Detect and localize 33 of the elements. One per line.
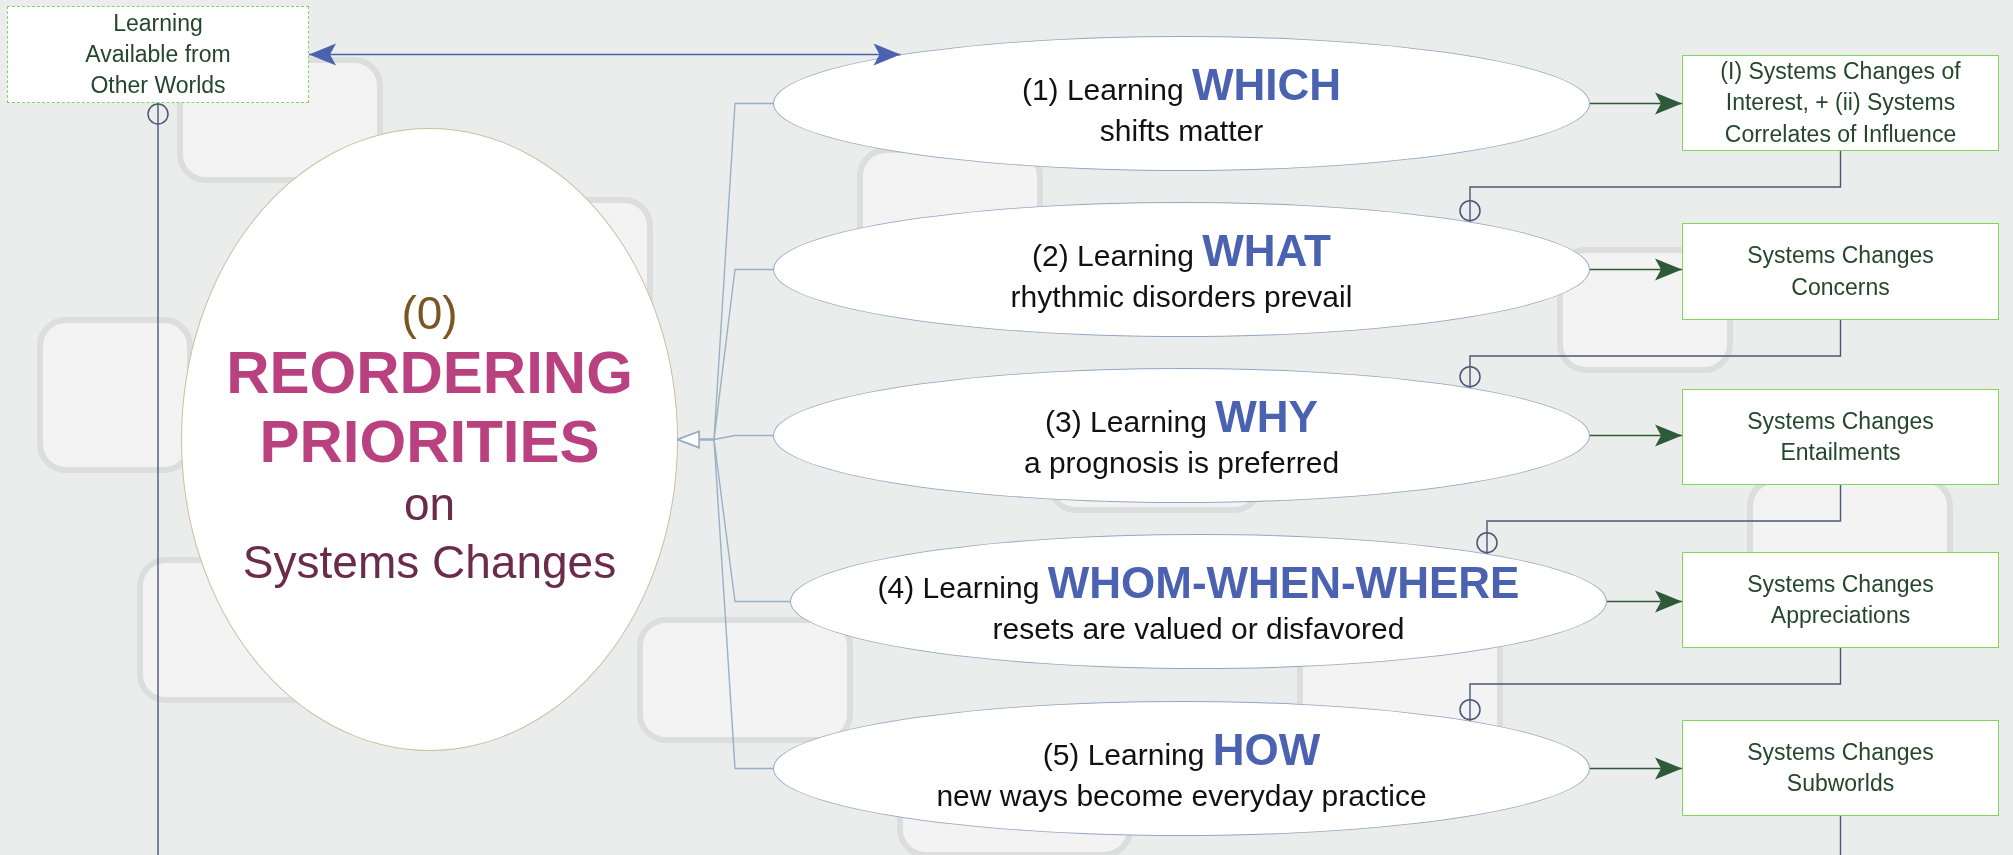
node-text: on — [402, 477, 457, 533]
node-text: Systems Changes Entailments — [1746, 406, 1935, 467]
process-box — [1682, 55, 1999, 151]
node-text: a prognosis is preferred — [1023, 445, 1340, 482]
process-box — [7, 6, 309, 103]
node-text: new ways become everyday practice — [936, 778, 1427, 815]
node-text: rhythmic disorders prevail — [1010, 279, 1353, 316]
connector-arrow — [308, 43, 902, 66]
connector-arrow — [1589, 424, 1683, 447]
node-heading: (3) Learning WHY — [1045, 391, 1318, 444]
process-box — [1682, 223, 1999, 320]
process-box — [1682, 389, 1999, 485]
node-heading: (4) Learning WHOM-WHEN-WHERE — [877, 557, 1520, 610]
node-text: Systems Changes Appreciations — [1746, 569, 1935, 630]
node-text: REORDERING PRIORITIES — [225, 339, 634, 477]
connector-arrow — [677, 430, 774, 770]
connector-arrow — [1589, 92, 1683, 115]
node-heading: (0) — [401, 287, 458, 339]
node-text: Systems Changes Subworlds — [1746, 737, 1935, 798]
node-text: shifts matter — [1099, 113, 1264, 150]
process-box — [1682, 720, 1999, 816]
node-heading: (5) Learning HOW — [1042, 724, 1321, 777]
node-text: Learning Available from Other Worlds — [84, 8, 232, 101]
process-box — [1682, 552, 1999, 648]
node-text: Systems Changes — [241, 534, 618, 590]
node-heading: (1) Learning WHICH — [1021, 59, 1342, 112]
connector-arrow — [1606, 590, 1683, 613]
connector-arrow — [1589, 757, 1683, 780]
node-text: resets are valued or disfavored — [992, 611, 1405, 648]
connector-arrow — [1589, 258, 1683, 281]
node-text: (I) Systems Changes of Interest, + (ii) Systems Correlates of Influence — [1719, 57, 1962, 149]
node-text: Systems Changes Concerns — [1746, 241, 1935, 302]
node-heading: (2) Learning WHAT — [1032, 225, 1331, 278]
